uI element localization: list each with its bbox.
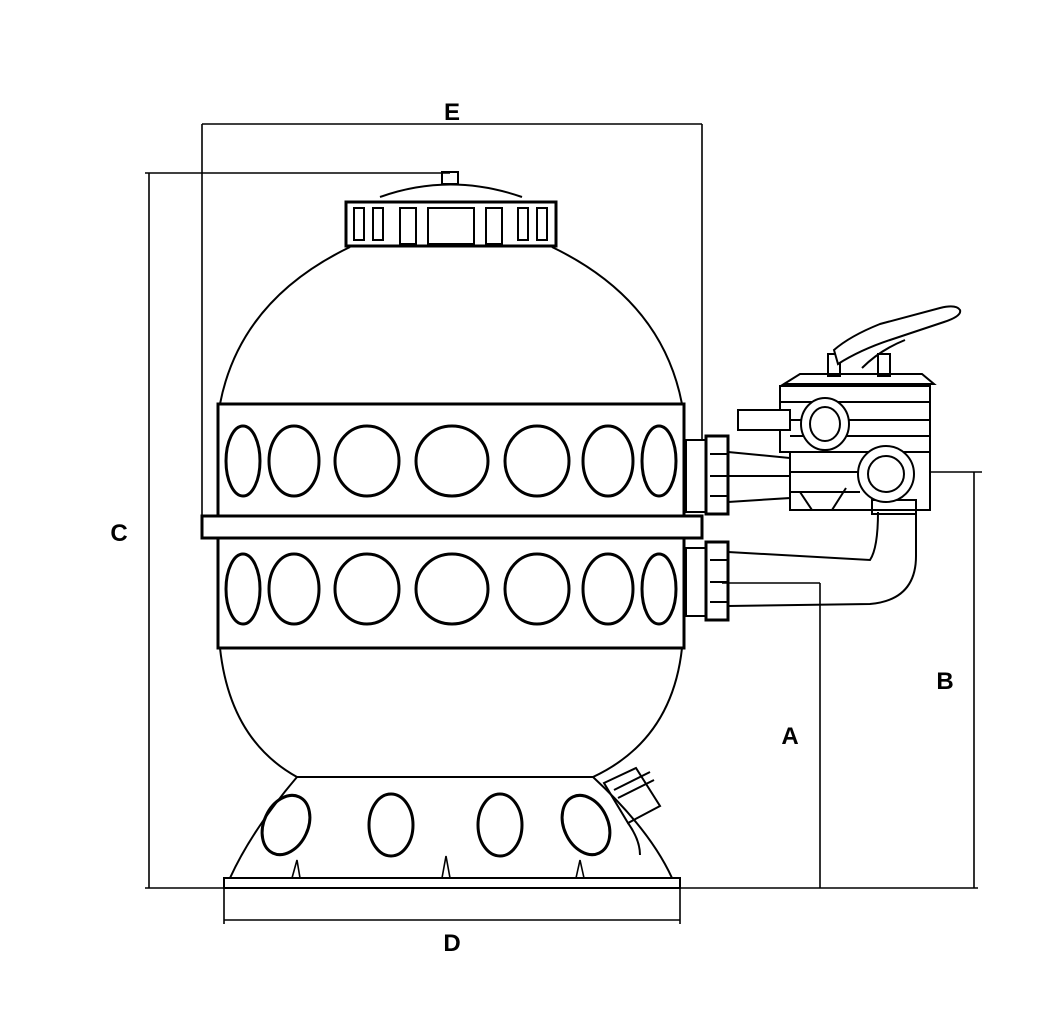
lower-dome-right: [592, 647, 683, 778]
valve-assembly: [685, 305, 962, 622]
label-b: B: [936, 668, 953, 695]
lower-band-holes: [224, 552, 678, 626]
base-rib-2: [441, 855, 451, 879]
upper-dome-left: [219, 246, 351, 405]
base-rib-1: [291, 859, 301, 879]
valve-handle-grip: [861, 339, 906, 369]
label-c: C: [110, 520, 127, 547]
valve-stem-2: [877, 353, 891, 377]
lower-pipe-bottom: [727, 512, 917, 607]
filter-tank: [200, 171, 704, 889]
label-a: A: [781, 723, 798, 750]
drain-port: [602, 766, 662, 825]
valve-stem: [827, 353, 841, 377]
base-hole-1: [260, 793, 312, 857]
lower-union-flange: [685, 547, 707, 617]
dimension-labels: E C D A B: [110, 99, 953, 957]
valve-port-lower: [857, 445, 915, 503]
valve-handle: [832, 305, 962, 366]
valve-port-upper: [800, 397, 850, 451]
dimension-lines: [145, 123, 982, 924]
lid-ring-grips: [353, 207, 548, 245]
air-valve: [441, 171, 459, 185]
valve-body-lines: [790, 471, 860, 493]
lid-ring: [344, 200, 558, 248]
base-hole-4: [560, 793, 612, 857]
lower-band: [216, 536, 686, 650]
label-e: E: [444, 99, 460, 126]
upper-union-flange: [685, 439, 707, 513]
drain-port-threads: [613, 771, 655, 799]
label-d: D: [443, 930, 460, 957]
lower-dome-left: [219, 647, 298, 778]
base-hole-3: [476, 792, 524, 858]
base-rib-3: [575, 859, 585, 879]
upper-band: [216, 402, 686, 518]
valve-body-foot: [799, 487, 847, 511]
mid-joint: [200, 514, 704, 540]
upper-band-holes: [224, 424, 678, 498]
valve-side-tab: [737, 409, 791, 431]
lower-pipe-top: [727, 511, 879, 562]
valve-cap: [780, 373, 937, 385]
drain-port-neck: [627, 822, 641, 856]
lid-dome: [379, 183, 523, 198]
base-hole-2: [367, 792, 415, 858]
upper-dome-right: [551, 246, 683, 405]
base-plate: [223, 877, 681, 889]
